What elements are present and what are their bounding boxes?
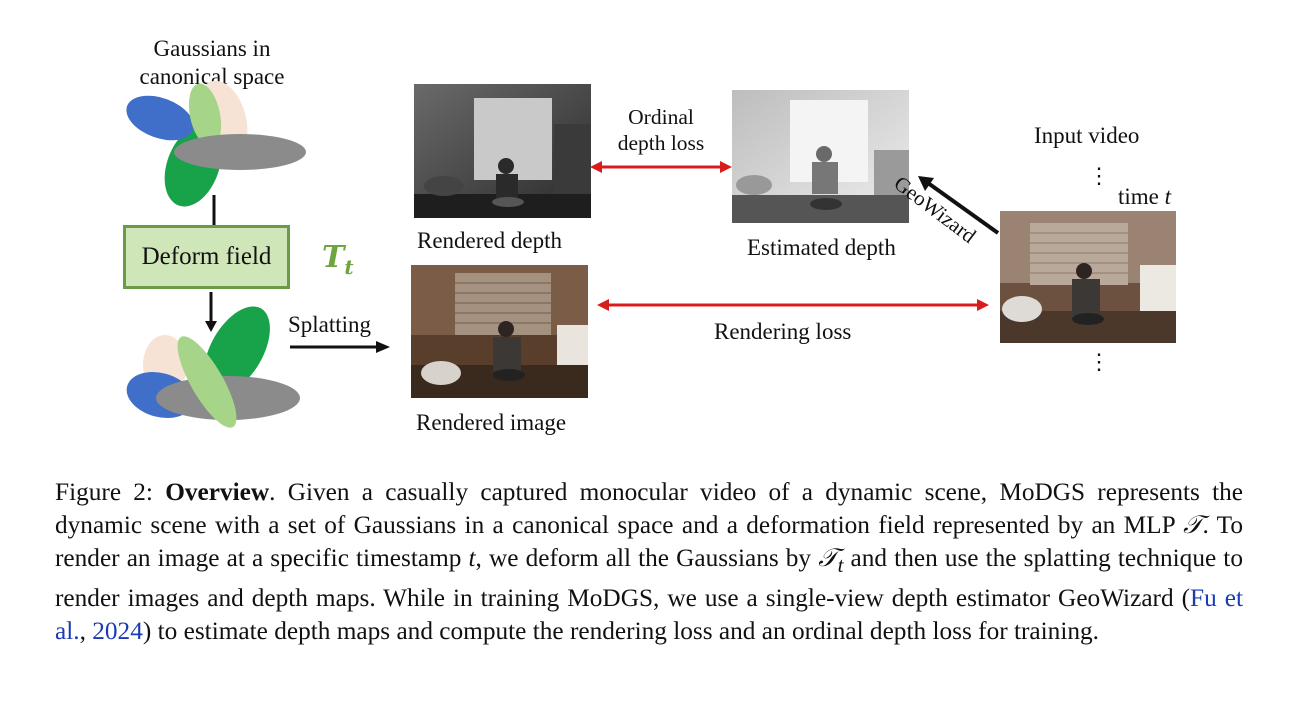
transform-subscript: t: [344, 255, 354, 279]
ellipsis-top: ⋮: [1088, 163, 1110, 188]
estimated-depth-drawing: [732, 90, 909, 223]
canonical-gaussians: [126, 80, 306, 207]
ordinal-loss-line2: depth loss: [617, 130, 705, 155]
overview-diagram: Gaussians in canonical space Deform fiel…: [122, 35, 1176, 435]
rendering-loss-label: Rendering loss: [714, 319, 852, 344]
citation-author-link[interactable]: Fu et al.: [55, 584, 1243, 646]
time-label: time t: [1118, 183, 1171, 211]
ordinal-loss-line1: Ordinal: [628, 105, 694, 129]
caption-title: Overview: [165, 478, 270, 506]
gaussian-lightgreen: [188, 83, 222, 147]
caption-symbol-Tt-sub: t: [837, 553, 844, 578]
caption-symbol-t: t: [468, 544, 476, 572]
citation-separator: ,: [79, 617, 93, 646]
gaussians-canonical-label: Gaussians in canonical space: [122, 35, 302, 90]
time-var: t: [1164, 184, 1172, 209]
splatting-arrow: [290, 341, 390, 353]
input-video-drawing: [1000, 211, 1176, 343]
caption-text-5: ) to estimate depth maps and compute the…: [142, 617, 1099, 646]
estimated-depth-image: [732, 90, 909, 223]
ordinal-depth-loss-label: Ordinal depth loss: [596, 105, 726, 157]
ordinal-loss-arrow: [590, 161, 732, 173]
rendered-depth-image: [414, 84, 591, 218]
caption-text-3: , we deform all the Gaussians by: [475, 544, 819, 572]
rendered-image: [411, 265, 588, 398]
input-video-frame: [1000, 211, 1176, 343]
transform-letter: T: [322, 240, 345, 275]
deform-field-label: Deform field: [141, 243, 272, 270]
ellipsis-bottom: ⋮: [1088, 349, 1110, 374]
gaussian-gray: [174, 134, 306, 170]
rendered-image-label: Rendered image: [416, 410, 567, 435]
gaussians-label-line1: Gaussians in: [153, 36, 271, 61]
estimated-depth-label: Estimated depth: [747, 235, 896, 260]
time-word: time: [1118, 184, 1159, 209]
rendered-depth-label: Rendered depth: [417, 228, 562, 253]
caption-symbol-T: 𝒯: [1183, 511, 1203, 539]
splatting-label: Splatting: [288, 312, 372, 337]
caption-prefix: Figure 2:: [55, 478, 166, 506]
geowizard-arrow: [918, 176, 1000, 235]
input-video-label: Input video: [1034, 123, 1140, 148]
gaussian-lightgreen-deformed: [177, 336, 237, 428]
figure-caption: Figure 2: Overview. Given a casually cap…: [55, 476, 1243, 648]
deform-flow-arrows: [205, 195, 217, 332]
rendering-loss-arrow: [597, 299, 989, 311]
caption-text-4: and then use the splatting technique to …: [55, 544, 1243, 613]
rendered-depth-drawing: [414, 84, 591, 218]
gaussian-blue: [126, 95, 194, 141]
caption-text-2: . To render an image at a specific times…: [55, 511, 1243, 572]
deformed-gaussians: [126, 306, 300, 428]
caption-symbol-Tt: 𝒯: [818, 544, 838, 572]
caption-text-1: . Given a casually captured monocular vi…: [55, 478, 1243, 539]
deform-field-box: Deform field: [123, 225, 290, 289]
citation-year-link[interactable]: 2024: [92, 617, 143, 646]
gaussian-green-deformed: [204, 306, 270, 394]
transform-symbol: Tt: [322, 240, 354, 279]
rendered-image-drawing: [411, 265, 588, 398]
